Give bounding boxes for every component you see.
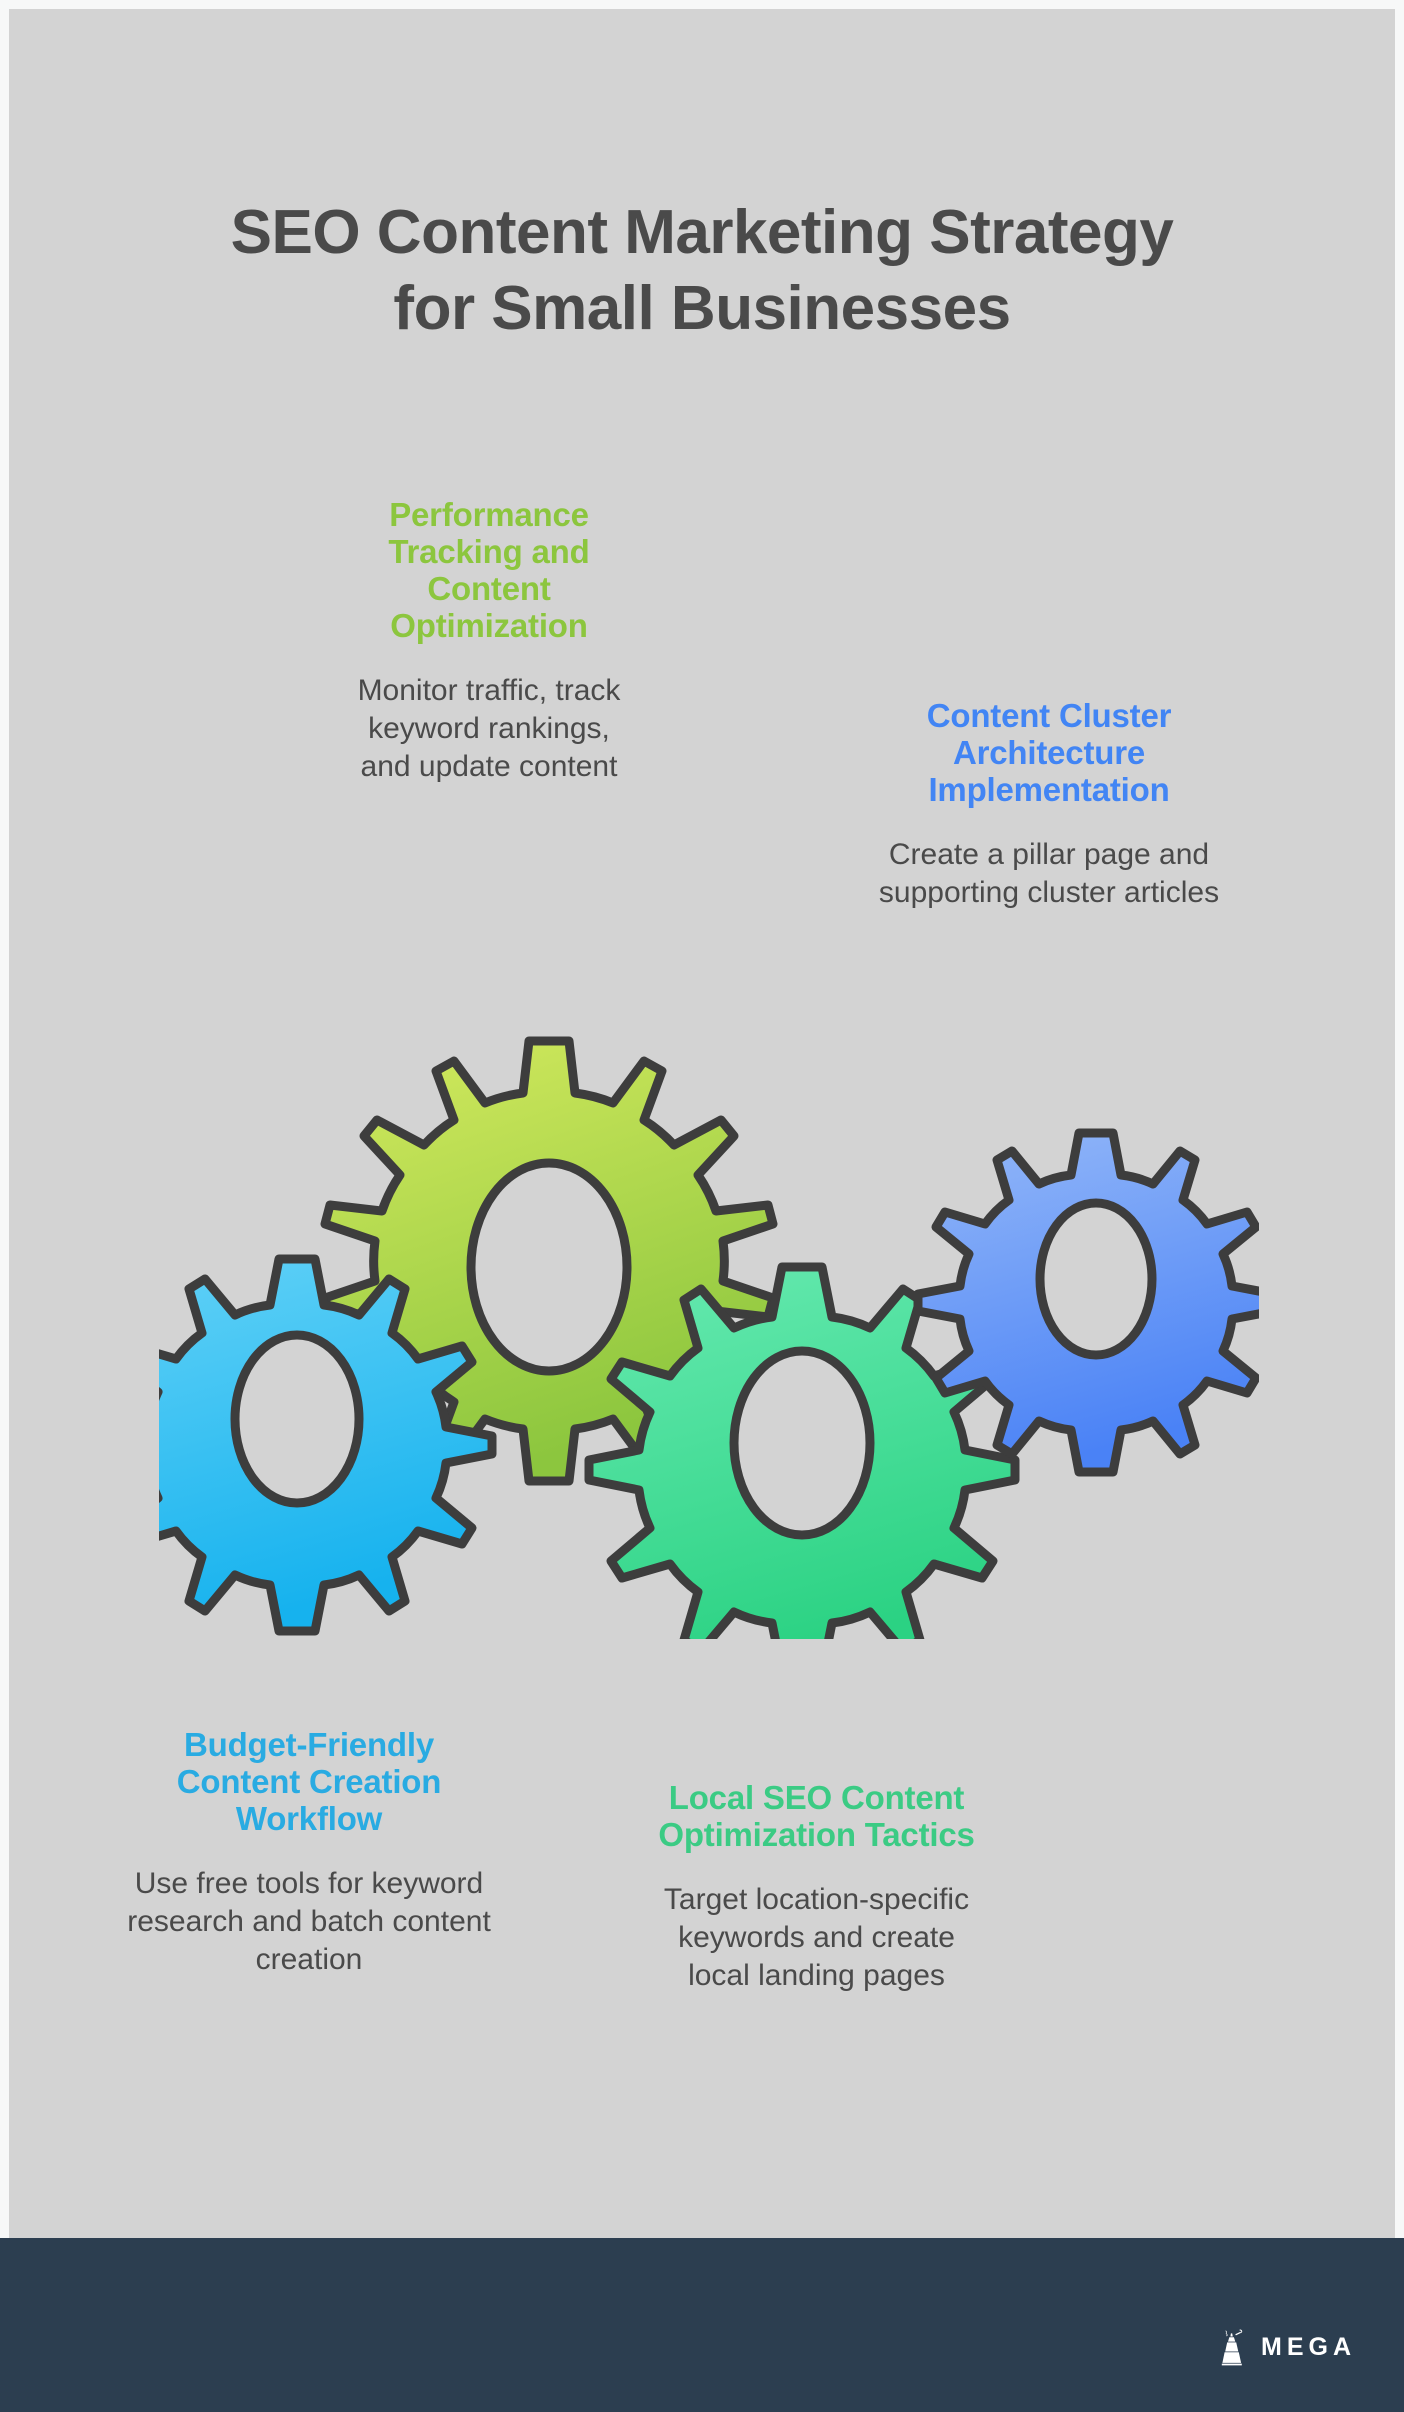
infographic-canvas: SEO Content Marketing Strategy for Small… (9, 9, 1395, 2403)
page-title: SEO Content Marketing Strategy for Small… (9, 195, 1395, 347)
brand-logo: MEGA (1217, 2328, 1356, 2366)
statue-figure-icon (1221, 2329, 1243, 2366)
page-title-line-1: SEO Content Marketing Strategy (230, 198, 1174, 267)
strategy-body-budget-friendly: Use free tools for keyword research and … (127, 1867, 491, 1976)
gears-illustration (159, 1019, 1259, 1639)
strategy-body-performance-tracking: Monitor traffic, track keyword rankings,… (357, 674, 621, 783)
strategy-block-performance-tracking: Performance Tracking and Content Optimiz… (339, 496, 639, 786)
footer-bar: MEGA (0, 2238, 1404, 2412)
strategy-heading-local-seo: Local SEO Content Optimization Tactics (658, 1779, 975, 1853)
brand-name-text: MEGA (1261, 2332, 1356, 2361)
strategy-block-local-seo: Local SEO Content Optimization Tactics T… (654, 1779, 979, 1995)
strategy-block-budget-friendly: Budget-Friendly Content Creation Workflo… (119, 1726, 499, 1979)
strategy-heading-performance-tracking: Performance Tracking and Content Optimiz… (388, 496, 590, 644)
strategy-body-local-seo: Target location-specific keywords and cr… (663, 1883, 970, 1992)
gear-blue-right (913, 1128, 1259, 1477)
gear-cyan-left (159, 1254, 497, 1636)
strategy-heading-budget-friendly: Budget-Friendly Content Creation Workflo… (176, 1726, 442, 1837)
strategy-block-content-cluster: Content Cluster Architecture Implementat… (874, 697, 1224, 912)
page-title-line-2: for Small Businesses (393, 274, 1011, 343)
strategy-body-content-cluster: Create a pillar page and supporting clus… (878, 838, 1220, 909)
strategy-heading-content-cluster: Content Cluster Architecture Implementat… (926, 697, 1172, 808)
